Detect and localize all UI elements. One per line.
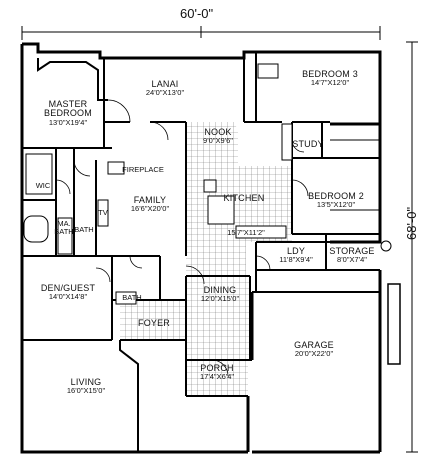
overall-width-label: 60'-0" [180, 6, 214, 21]
garage-door [387, 283, 401, 365]
bedroom2-name: BEDROOM 2 [308, 191, 364, 201]
porch-label: PORCH 17'4"X6'4" [199, 363, 235, 382]
bedroom3-name: BEDROOM 3 [302, 69, 358, 79]
bay-rail [281, 123, 293, 161]
door-swings [55, 99, 309, 377]
vanity [57, 217, 73, 255]
bedroom3-dims: 14'7"X12'0" [310, 78, 350, 88]
fixtures [23, 63, 392, 305]
kitchen-counter [235, 225, 287, 239]
den-guest-name: DEN/GUEST [40, 283, 96, 293]
dining-dims: 12'0"X15'0" [200, 294, 240, 304]
storage-dims: 8'0"X7'4" [337, 255, 367, 265]
study-name: STUDY [292, 139, 324, 149]
entry-tile [186, 242, 246, 276]
wic-shelf [25, 153, 53, 195]
hall-tile [186, 166, 200, 242]
lanai-name: LANAI [151, 79, 179, 89]
dining-tile [186, 276, 250, 360]
porch-dims: 17'4"X6'4" [199, 372, 235, 382]
nook-label: NOOK 9'0"X9'6" [203, 127, 233, 146]
wic-label: WIC [35, 181, 51, 190]
master-bedroom-name: MASTER BEDROOM [44, 99, 92, 119]
bedroom3-label: BEDROOM 3 14'7"X12'0" [302, 69, 358, 88]
dining-name: DINING [203, 285, 237, 295]
study-label: STUDY [292, 139, 324, 149]
foyer-label: FOYER [137, 318, 171, 328]
fireplace-hearth [107, 161, 125, 175]
nook-tile [186, 122, 238, 166]
kitchen-name: KITCHEN [223, 193, 265, 203]
family-dims: 16'6"X20'0" [130, 204, 170, 214]
fireplace-label: FIREPLACE [122, 165, 164, 174]
garage-name: GARAGE [294, 340, 334, 350]
kitchen-dims: 15'7"X11'2" [227, 228, 265, 237]
bath-label: BATH [74, 225, 94, 234]
master-bedroom-dims: 13'0"X19'4" [48, 117, 88, 127]
family-name: FAMILY [133, 195, 167, 205]
bath-tub-2 [115, 291, 137, 305]
lanai-grill [257, 63, 279, 79]
nook-name: NOOK [204, 127, 232, 137]
bath2-label: BATH [122, 293, 142, 302]
garage-dims: 20'0"X22'0" [294, 349, 334, 359]
living-label: LIVING 16'0"X15'0" [66, 377, 106, 396]
family-label: FAMILY 16'6"X20'0" [130, 195, 170, 214]
lanai-dims: 24'0"X13'0" [145, 88, 185, 98]
bedroom2-label: BEDROOM 2 13'5"X12'0" [308, 191, 364, 210]
kitchen-label: KITCHEN [223, 193, 265, 203]
foyer-name: FOYER [137, 318, 171, 328]
water-heater [380, 240, 392, 252]
laundry-dims: 11'8"X9'4" [279, 255, 313, 265]
master-bedroom-label: MASTER BEDROOM 13'0"X19'4" [44, 99, 92, 127]
tub [23, 215, 49, 243]
kitchen-island [207, 195, 235, 225]
overall-depth-dimension-line [406, 41, 418, 453]
storage-label: STORAGE 8'0"X7'4" [329, 246, 375, 265]
tv-niche [97, 199, 109, 227]
lanai-label: LANAI 24'0"X13'0" [145, 79, 185, 98]
dining-label: DINING 12'0"X15'0" [200, 285, 240, 304]
bedroom2-dims: 13'5"X12'0" [316, 200, 356, 210]
garage-label: GARAGE 20'0"X22'0" [294, 340, 334, 359]
porch-tile [186, 360, 248, 396]
living-dims: 16'0"X15'0" [66, 386, 106, 396]
overall-depth-label: 68'-0" [404, 206, 419, 240]
master-bath-label: MA. BATH [54, 219, 74, 236]
laundry-label: LDY 11'8"X9'4" [279, 246, 313, 265]
laundry-name: LDY [286, 246, 306, 256]
tiled-floor-areas [120, 122, 292, 396]
overall-width-dimension-line [21, 26, 381, 40]
tv-label: TV [98, 208, 108, 217]
nook-dims: 9'0"X9'6" [203, 136, 233, 146]
living-name: LIVING [70, 377, 102, 387]
den-guest-label: DEN/GUEST 14'0"X14'8" [40, 283, 96, 302]
foyer-tile [120, 300, 186, 340]
storage-name: STORAGE [329, 246, 375, 256]
den-guest-dims: 14'0"X14'8" [48, 292, 88, 302]
range [203, 179, 217, 193]
porch-name: PORCH [200, 363, 234, 373]
